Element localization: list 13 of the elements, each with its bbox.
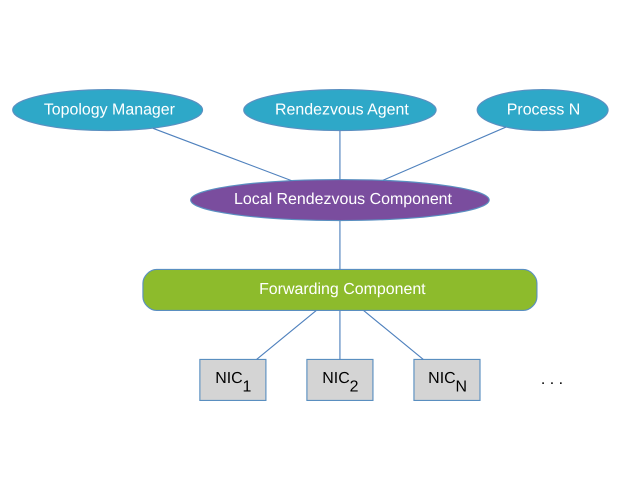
node-box: Forwarding Component bbox=[142, 268, 538, 311]
connector bbox=[339, 310, 340, 359]
node-ellipse: Local Rendezvous Component bbox=[190, 178, 490, 221]
connector bbox=[339, 130, 340, 179]
connector bbox=[339, 220, 340, 269]
connector bbox=[256, 310, 317, 360]
connector bbox=[382, 126, 506, 180]
node-ellipse: Process N bbox=[476, 88, 609, 131]
label: . . . bbox=[540, 370, 564, 388]
node-ellipse: Rendezvous Agent bbox=[243, 88, 437, 131]
connector bbox=[152, 127, 292, 181]
connector bbox=[363, 310, 424, 360]
node-ellipse: Topology Manager bbox=[12, 88, 204, 131]
